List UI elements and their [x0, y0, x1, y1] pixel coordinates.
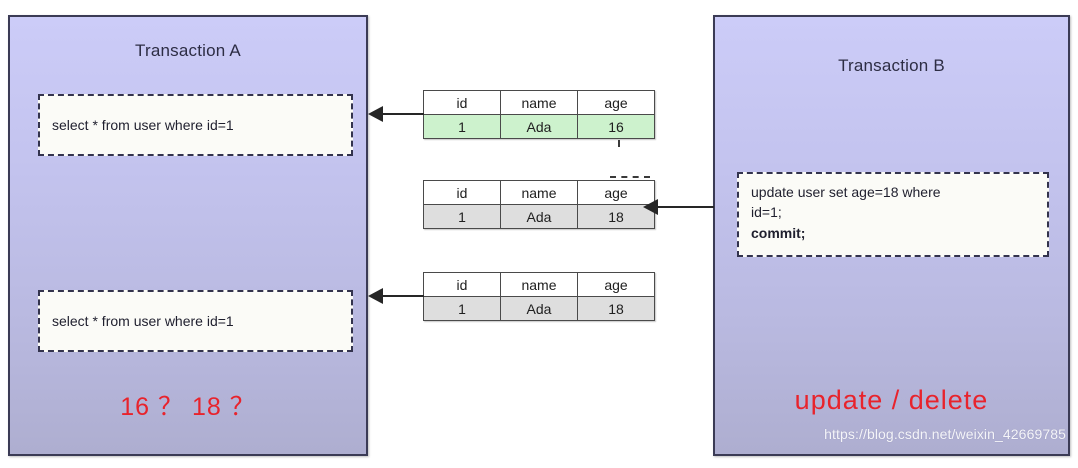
transaction-b-update-line-1: update user set age=18 where [751, 184, 941, 200]
table-header-id: id [423, 272, 501, 297]
arrow-table3-to-transaction-a-head-icon [368, 288, 383, 304]
table-header-name: name [500, 180, 578, 205]
arrow-table1-to-transaction-a-line [382, 113, 424, 115]
arrow-table1-to-transaction-a-head-icon [368, 106, 383, 122]
table-header-age: age [577, 90, 655, 115]
arrow-transaction-b-to-table2-line [657, 206, 714, 208]
table-cell-age: 18 [577, 296, 655, 321]
transaction-b-conclusion: update / delete [794, 385, 989, 415]
result-table-second-read: id name age 1 Ada 18 [423, 272, 655, 321]
transaction-b-commit-line: commit; [751, 224, 806, 241]
result-table-after-update: id name age 1 Ada 18 [423, 180, 655, 229]
table-header-name: name [500, 90, 578, 115]
arrow-table3-to-transaction-a-line [382, 295, 424, 297]
table-cell-id: 1 [423, 114, 501, 139]
stray-mark-two [610, 176, 650, 178]
table-header-row: id name age [423, 180, 655, 205]
csdn-watermark: https://blog.csdn.net/weixin_42669785 [824, 426, 1066, 442]
transaction-a-first-select-box: select * from user where id=1 [38, 94, 353, 156]
stray-mark-one [618, 140, 654, 147]
table-row: 1 Ada 16 [423, 114, 655, 139]
table-row: 1 Ada 18 [423, 296, 655, 321]
transaction-a-first-select-text: select * from user where id=1 [52, 116, 234, 133]
transaction-a-title: Transaction A [135, 41, 241, 60]
table-cell-name: Ada [500, 296, 578, 321]
transaction-a-second-select-box: select * from user where id=1 [38, 290, 353, 352]
table-row: 1 Ada 18 [423, 204, 655, 229]
table-header-row: id name age [423, 90, 655, 115]
transaction-b-panel: Transaction B update user set age=18 whe… [713, 15, 1070, 456]
result-table-before-update: id name age 1 Ada 16 [423, 90, 655, 139]
transaction-a-panel: Transaction A select * from user where i… [8, 15, 368, 456]
table-cell-name: Ada [500, 114, 578, 139]
transaction-b-title: Transaction B [838, 56, 945, 75]
table-header-name: name [500, 272, 578, 297]
transaction-a-conclusion: 16 ？ 18 ？ [120, 393, 256, 421]
table-cell-id: 1 [423, 204, 501, 229]
table-cell-age: 16 [577, 114, 655, 139]
table-header-id: id [423, 180, 501, 205]
transaction-a-second-select-text: select * from user where id=1 [52, 312, 234, 329]
arrow-transaction-b-to-table2-head-icon [643, 199, 658, 215]
transaction-b-update-box: update user set age=18 where id=1; commi… [737, 172, 1049, 257]
table-cell-age: 18 [577, 204, 655, 229]
table-header-age: age [577, 272, 655, 297]
table-header-id: id [423, 90, 501, 115]
table-header-age: age [577, 180, 655, 205]
table-cell-id: 1 [423, 296, 501, 321]
transaction-b-update-line-2: id=1; [751, 204, 782, 221]
table-cell-name: Ada [500, 204, 578, 229]
table-header-row: id name age [423, 272, 655, 297]
